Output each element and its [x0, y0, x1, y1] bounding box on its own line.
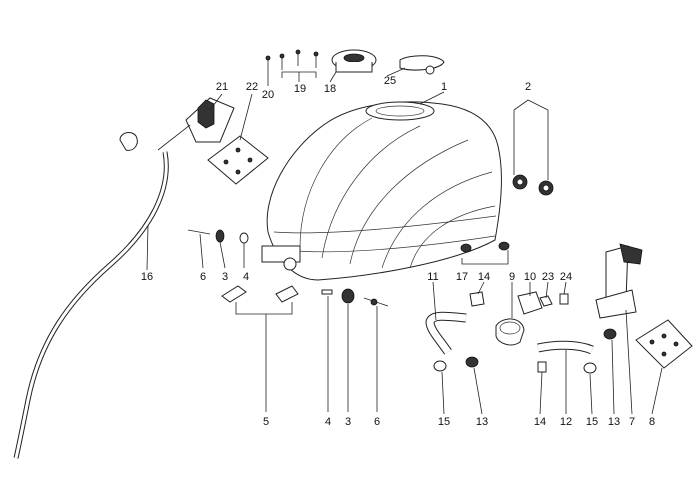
callout-25: 25 [384, 75, 396, 87]
callout-13-right: 13 [608, 416, 620, 428]
callout-11: 11 [427, 271, 438, 283]
pump-gasket [207, 135, 269, 185]
fuel-cap [331, 49, 377, 73]
callout-23: 23 [542, 271, 554, 283]
fuel-pump-unit [119, 97, 235, 151]
fuel-filter [495, 318, 525, 346]
callout-9: 9 [509, 271, 515, 283]
callout-3-rear: 3 [345, 416, 351, 428]
callout-4-rear: 4 [325, 416, 331, 428]
gasket-plate [635, 319, 693, 369]
fuel-cock [595, 243, 643, 319]
callout-15-left: 15 [438, 416, 450, 428]
rear-mount [321, 288, 389, 307]
callout-15-right: 15 [586, 416, 598, 428]
callout-14-top: 14 [478, 271, 490, 283]
callout-14-bottom: 14 [534, 416, 546, 428]
callout-6-left: 6 [200, 271, 206, 283]
callout-12: 12 [560, 416, 572, 428]
hose-clamps [433, 328, 617, 374]
tank-clips [221, 285, 299, 303]
callout-20: 20 [262, 89, 274, 101]
drain-hose [13, 151, 169, 459]
callout-13-left: 13 [476, 416, 488, 428]
callout-2: 2 [525, 81, 531, 93]
callout-19: 19 [294, 83, 306, 95]
callout-3-left: 3 [222, 271, 228, 283]
callout-8: 8 [649, 416, 655, 428]
cap-ring [399, 55, 445, 75]
callout-18: 18 [324, 83, 336, 95]
filter-bracket [517, 291, 569, 315]
leader-lines [146, 67, 663, 415]
rubber-grommets [512, 174, 554, 196]
callout-1: 1 [441, 81, 447, 93]
straight-hose [537, 340, 594, 355]
callout-7: 7 [629, 416, 635, 428]
fuel-tank [261, 101, 502, 281]
screws [265, 49, 319, 74]
callout-17: 17 [456, 271, 468, 283]
callout-16: 16 [141, 271, 153, 283]
callout-6-rear: 6 [374, 416, 380, 428]
callout-10: 10 [524, 271, 536, 283]
callout-24: 24 [560, 271, 572, 283]
bent-hose [425, 291, 485, 355]
front-mount-left [187, 229, 249, 244]
small-grommets [460, 241, 510, 253]
callout-labels: 1 2 20 19 18 25 21 22 16 6 3 4 5 4 3 6 1… [141, 75, 655, 428]
callout-21: 21 [216, 81, 228, 93]
callout-22: 22 [246, 81, 258, 93]
callout-4-left: 4 [243, 271, 249, 283]
callout-5: 5 [263, 416, 269, 428]
